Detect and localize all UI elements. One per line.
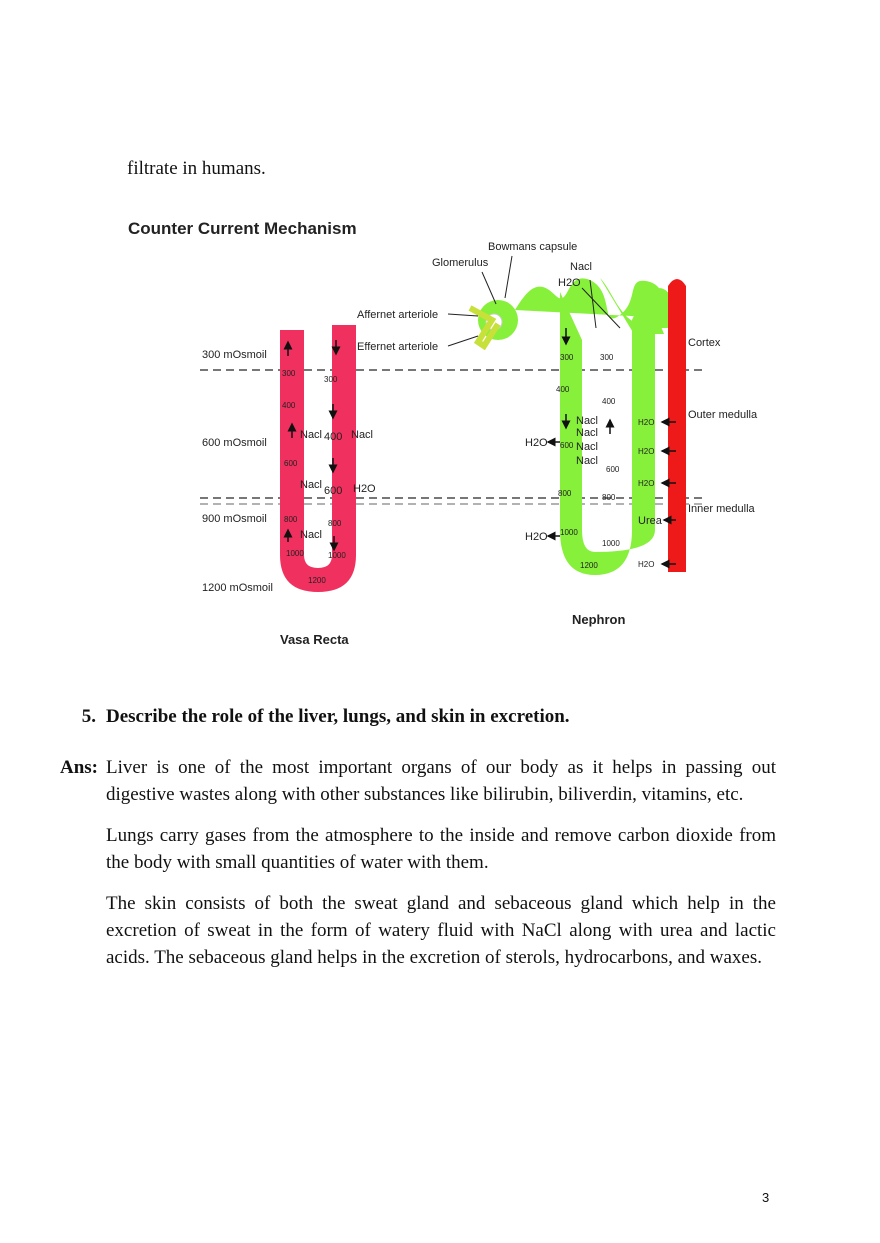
collecting-h2o: H2O bbox=[638, 418, 654, 427]
collecting-h2o: H2O bbox=[638, 447, 654, 456]
collecting-h2o: H2O bbox=[638, 479, 654, 488]
vasa-num: 400 bbox=[282, 401, 296, 410]
label-osm300: 300 mOsmoil bbox=[202, 349, 267, 361]
answer-paragraph: Lungs carry gases from the atmosphere to… bbox=[106, 825, 776, 873]
nephron-num: 1200 bbox=[580, 561, 598, 570]
afferent-arteriole bbox=[468, 305, 501, 351]
vasa-nacl: Nacl bbox=[300, 429, 322, 441]
nephron-h2o: H2O bbox=[525, 437, 548, 449]
caption-vasa-recta: Vasa Recta bbox=[280, 632, 349, 647]
question-number: 5. bbox=[81, 706, 96, 727]
vasa-num: 1200 bbox=[308, 576, 326, 585]
vasa-nacl: Nacl bbox=[300, 479, 322, 491]
nephron-num: 1000 bbox=[602, 539, 620, 548]
nephron-num: 800 bbox=[602, 493, 616, 502]
collecting-h2o: H2O bbox=[638, 560, 654, 569]
nephron-nacl: Nacl bbox=[576, 441, 598, 453]
answer-paragraph: The skin consists of both the sweat glan… bbox=[106, 893, 776, 968]
counter-current-figure: Counter Current Mechanism Bowmans capsul… bbox=[120, 200, 780, 670]
label-glomerulus: Glomerulus bbox=[432, 257, 489, 269]
nephron-nacl: Nacl bbox=[576, 427, 598, 439]
label-osm600: 600 mOsmoil bbox=[202, 437, 267, 449]
vasa-num: 300 bbox=[324, 375, 338, 384]
label-efferent: Effernet arteriole bbox=[357, 341, 438, 353]
label-osm1200: 1200 mOsmoil bbox=[202, 582, 273, 594]
label-cortex: Cortex bbox=[688, 337, 721, 349]
vasa-num: 600 bbox=[324, 485, 342, 497]
lead-text: filtrate in humans. bbox=[127, 158, 266, 179]
page-number: 3 bbox=[762, 1190, 770, 1205]
nephron-num: 600 bbox=[606, 465, 620, 474]
label-outer-medulla: Outer medulla bbox=[688, 409, 758, 421]
question: 5. Describe the role of the liver, lungs… bbox=[60, 706, 780, 728]
nephron-num: 400 bbox=[602, 397, 616, 406]
vasa-num: 400 bbox=[324, 431, 342, 443]
answer-label: Ans: bbox=[60, 757, 99, 778]
counter-current-diagram: Counter Current Mechanism Bowmans capsul… bbox=[128, 219, 758, 647]
label-urea: Urea bbox=[638, 515, 663, 527]
vasa-num: 800 bbox=[328, 519, 342, 528]
vasa-num: 300 bbox=[282, 369, 296, 378]
question-text: Describe the role of the liver, lungs, a… bbox=[106, 706, 570, 727]
nephron-num: 800 bbox=[558, 489, 572, 498]
nephron-nacl: Nacl bbox=[576, 415, 598, 427]
nephron-num: 1000 bbox=[560, 528, 578, 537]
vasa-recta-loop bbox=[280, 325, 356, 592]
collecting-duct bbox=[668, 279, 686, 572]
vasa-nacl: Nacl bbox=[351, 429, 373, 441]
figure-title: Counter Current Mechanism bbox=[128, 219, 357, 238]
label-h2o-top: H2O bbox=[558, 277, 581, 289]
vasa-num: 1000 bbox=[328, 551, 346, 560]
vasa-num: 1000 bbox=[286, 549, 304, 558]
nephron-num: 400 bbox=[556, 385, 570, 394]
nephron-num: 300 bbox=[600, 353, 614, 362]
caption-nephron: Nephron bbox=[572, 612, 626, 627]
label-osm900: 900 mOsmoil bbox=[202, 513, 267, 525]
label-nacl-top: Nacl bbox=[570, 261, 592, 273]
vasa-nacl: Nacl bbox=[300, 529, 322, 541]
answer-paragraph: Liver is one of the most important organ… bbox=[106, 757, 776, 805]
nephron-num: 300 bbox=[560, 353, 574, 362]
label-inner-medulla: Inner medulla bbox=[688, 503, 756, 515]
nephron-nacl: Nacl bbox=[576, 455, 598, 467]
nephron-num: 600 bbox=[560, 441, 574, 450]
vasa-num: 800 bbox=[284, 515, 298, 524]
label-afferent: Affernet arteriole bbox=[357, 309, 438, 321]
nephron-h2o: H2O bbox=[525, 531, 548, 543]
label-bowmans: Bowmans capsule bbox=[488, 241, 577, 253]
vasa-num: 600 bbox=[284, 459, 298, 468]
answer: Ans: Liver is one of the most important … bbox=[60, 754, 776, 971]
vasa-h2o: H2O bbox=[353, 483, 376, 495]
